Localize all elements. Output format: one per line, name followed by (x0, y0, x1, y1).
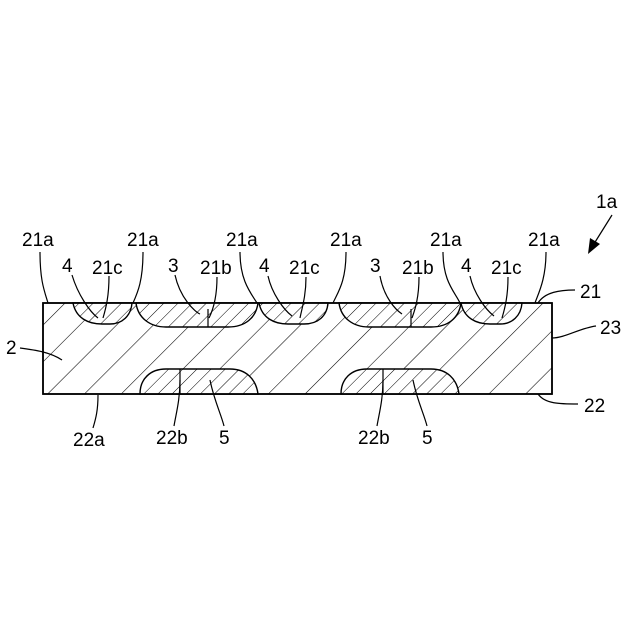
recess-3-right (339, 303, 461, 327)
label-4-3: 4 (461, 256, 472, 277)
label-21a-1: 21a (22, 230, 54, 251)
recess-5-right (341, 369, 459, 394)
label-5-1: 5 (219, 428, 230, 449)
label-3-1: 3 (168, 256, 179, 277)
label-22: 22 (584, 396, 605, 417)
recess-5-left (140, 369, 258, 394)
label-21b-1: 21b (200, 258, 232, 279)
label-21a-3: 21a (226, 230, 258, 251)
label-23: 23 (600, 318, 621, 339)
label-21a-5: 21a (430, 230, 462, 251)
label-21a-6: 21a (528, 230, 560, 251)
label-21: 21 (580, 282, 601, 303)
label-1a: 1a (596, 192, 618, 213)
recess-3-left (136, 303, 258, 327)
label-3-2: 3 (370, 256, 381, 277)
label-22b-1: 22b (156, 428, 188, 449)
label-4-2: 4 (259, 256, 270, 277)
label-21b-2: 21b (402, 258, 434, 279)
label-21a-4: 21a (330, 230, 362, 251)
label-21a-2: 21a (127, 230, 159, 251)
label-2: 2 (6, 338, 17, 359)
label-21c-2: 21c (289, 258, 320, 279)
label-4-1: 4 (62, 256, 73, 277)
label-22a: 22a (73, 430, 105, 451)
label-21c-3: 21c (491, 258, 522, 279)
arrow-head-icon (588, 238, 600, 254)
label-5-2: 5 (422, 428, 433, 449)
label-22b-2: 22b (358, 428, 390, 449)
label-21c-1: 21c (92, 258, 123, 279)
